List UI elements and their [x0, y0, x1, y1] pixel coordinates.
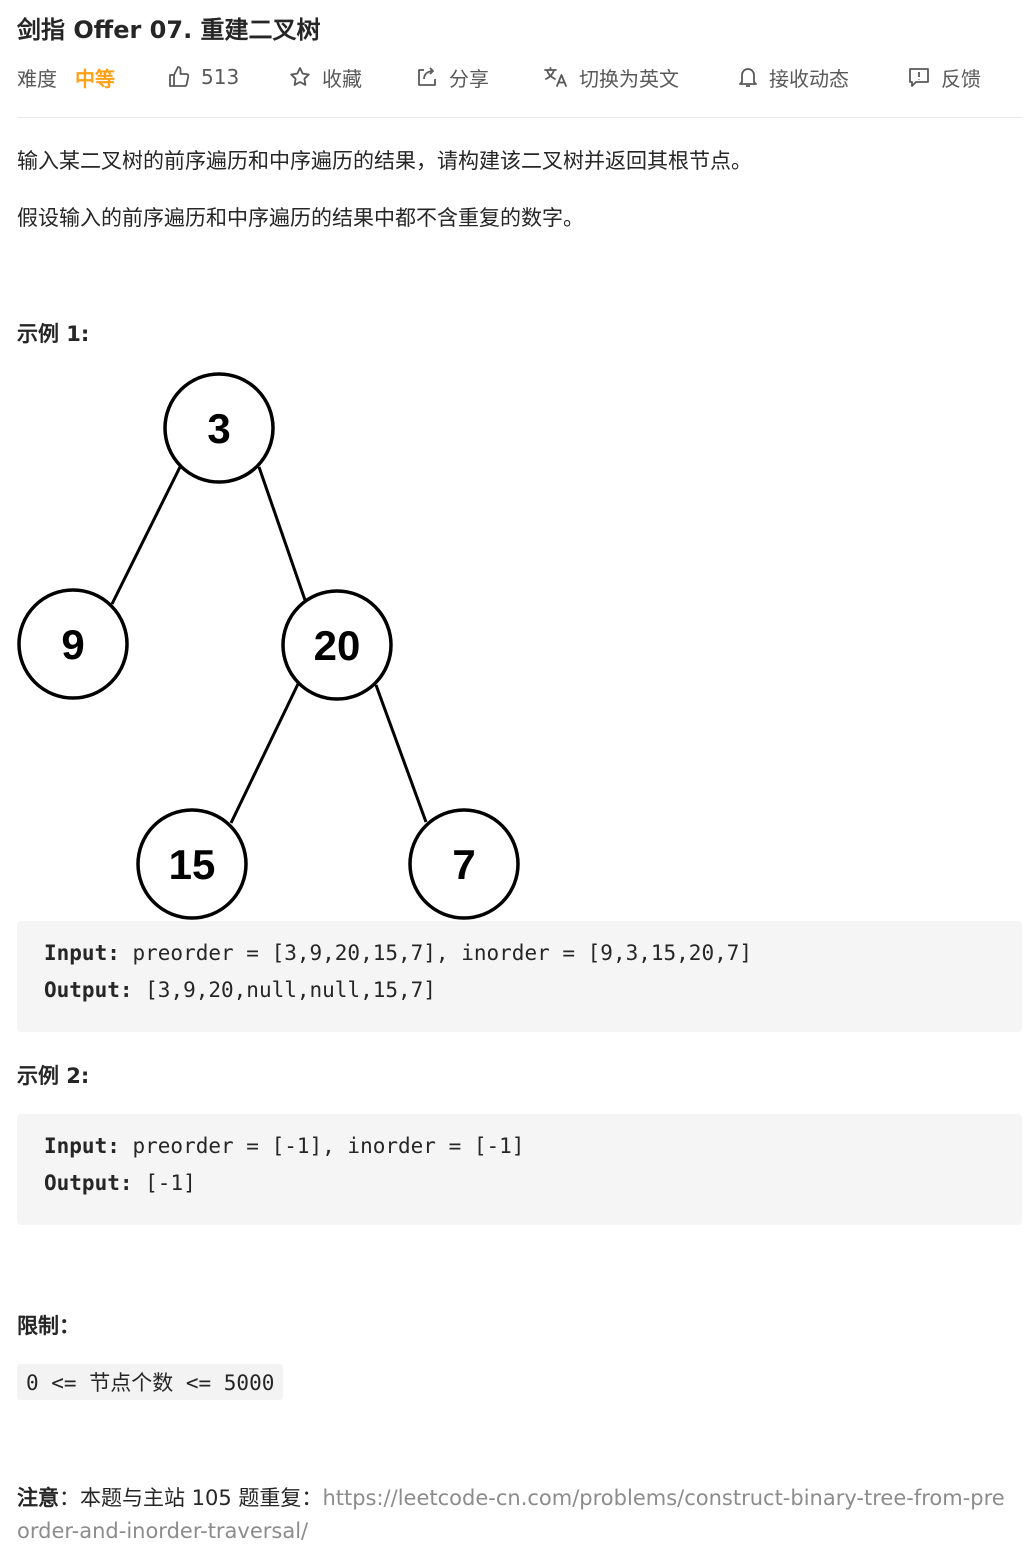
example-2-code-block: Input: preorder = [-1], inorder = [-1] O… [17, 1114, 1022, 1225]
tree-node-label: 7 [452, 841, 475, 888]
header-divider [17, 117, 1022, 118]
problem-toolbar: 难度 中等 513 收藏 分享 切换为英文 接收动态 反馈 [17, 60, 1022, 94]
feedback-button[interactable]: 反馈 [907, 60, 981, 94]
translate-icon [544, 67, 567, 87]
tree-node-label: 9 [61, 621, 84, 668]
constraints-heading: 限制： [17, 1314, 80, 1338]
thumbs-up-icon [169, 66, 190, 87]
subscribe-button[interactable]: 接收动态 [737, 60, 849, 94]
tree-node-label: 15 [169, 841, 216, 888]
feedback-label: 反馈 [941, 66, 981, 91]
tree-node-label: 20 [314, 622, 361, 669]
tree-edge [229, 683, 300, 824]
input-value: preorder = [-1], inorder = [-1] [119, 1134, 525, 1158]
output-label: Output: [44, 978, 133, 1002]
example-2-output-line: Output: [-1] [44, 1171, 196, 1195]
output-value: [-1] [132, 1171, 196, 1195]
translate-button[interactable]: 切换为英文 [543, 60, 679, 94]
output-label: Output: [44, 1171, 133, 1195]
constraint-item: 0 <= 节点个数 <= 5000 [17, 1364, 284, 1400]
example-1-code-block: Input: preorder = [3,9,20,15,7], inorder… [17, 921, 1022, 1032]
note-label: 注意 [17, 1486, 59, 1510]
description-line-2: 假设输入的前序遍历和中序遍历的结果中都不含重复的数字。 [17, 206, 584, 230]
output-value: [3,9,20,null,null,15,7] [132, 978, 436, 1002]
note-text: ：本题与主站 105 题重复： [59, 1486, 323, 1510]
tree-node-circle [17, 588, 129, 700]
note-paragraph: 注意：本题与主站 105 题重复：https://leetcode-cn.com… [17, 1482, 1007, 1548]
example-2-heading: 示例 2: [17, 1064, 90, 1088]
like-count: 513 [201, 65, 240, 89]
tree-edge [110, 466, 182, 605]
description-line-1: 输入某二叉树的前序遍历和中序遍历的结果，请构建该二叉树并返回其根节点。 [17, 149, 752, 173]
bell-icon [739, 68, 757, 87]
tree-edge [374, 684, 428, 823]
example-1-heading: 示例 1: [17, 322, 90, 346]
tree-node-circle [408, 808, 520, 920]
favorite-label: 收藏 [322, 66, 362, 91]
main-site-problem-link[interactable]: https://leetcode-cn.com/problems/constru… [17, 1486, 1005, 1543]
binary-tree-diagram: 3 9 20 15 7 [17, 372, 520, 920]
translate-label: 切换为英文 [579, 66, 679, 91]
subscribe-label: 接收动态 [769, 66, 849, 91]
problem-title: 剑指 Offer 07. 重建二叉树 [17, 16, 321, 44]
tree-edge [257, 466, 307, 601]
example-1-output-line: Output: [3,9,20,null,null,15,7] [44, 978, 436, 1002]
difficulty-label: 难度 [17, 66, 57, 91]
difficulty-value: 中等 [75, 66, 115, 91]
difficulty-indicator: 难度 中等 [17, 60, 115, 94]
favorite-button[interactable]: 收藏 [288, 60, 362, 94]
tree-node-circle [136, 808, 248, 920]
star-icon [290, 67, 310, 86]
feedback-icon [909, 68, 929, 87]
tree-node-label: 3 [207, 405, 230, 452]
share-button[interactable]: 分享 [415, 60, 489, 94]
example-2-input-line: Input: preorder = [-1], inorder = [-1] [44, 1134, 524, 1158]
share-label: 分享 [449, 66, 489, 91]
input-label: Input: [44, 941, 120, 965]
input-label: Input: [44, 1134, 120, 1158]
share-icon [418, 67, 436, 86]
example-1-input-line: Input: preorder = [3,9,20,15,7], inorder… [44, 941, 752, 965]
input-value: preorder = [3,9,20,15,7], inorder = [9,3… [119, 941, 753, 965]
like-button[interactable]: 513 [167, 60, 239, 94]
tree-node-circle [163, 372, 275, 484]
tree-node-circle [281, 589, 393, 701]
